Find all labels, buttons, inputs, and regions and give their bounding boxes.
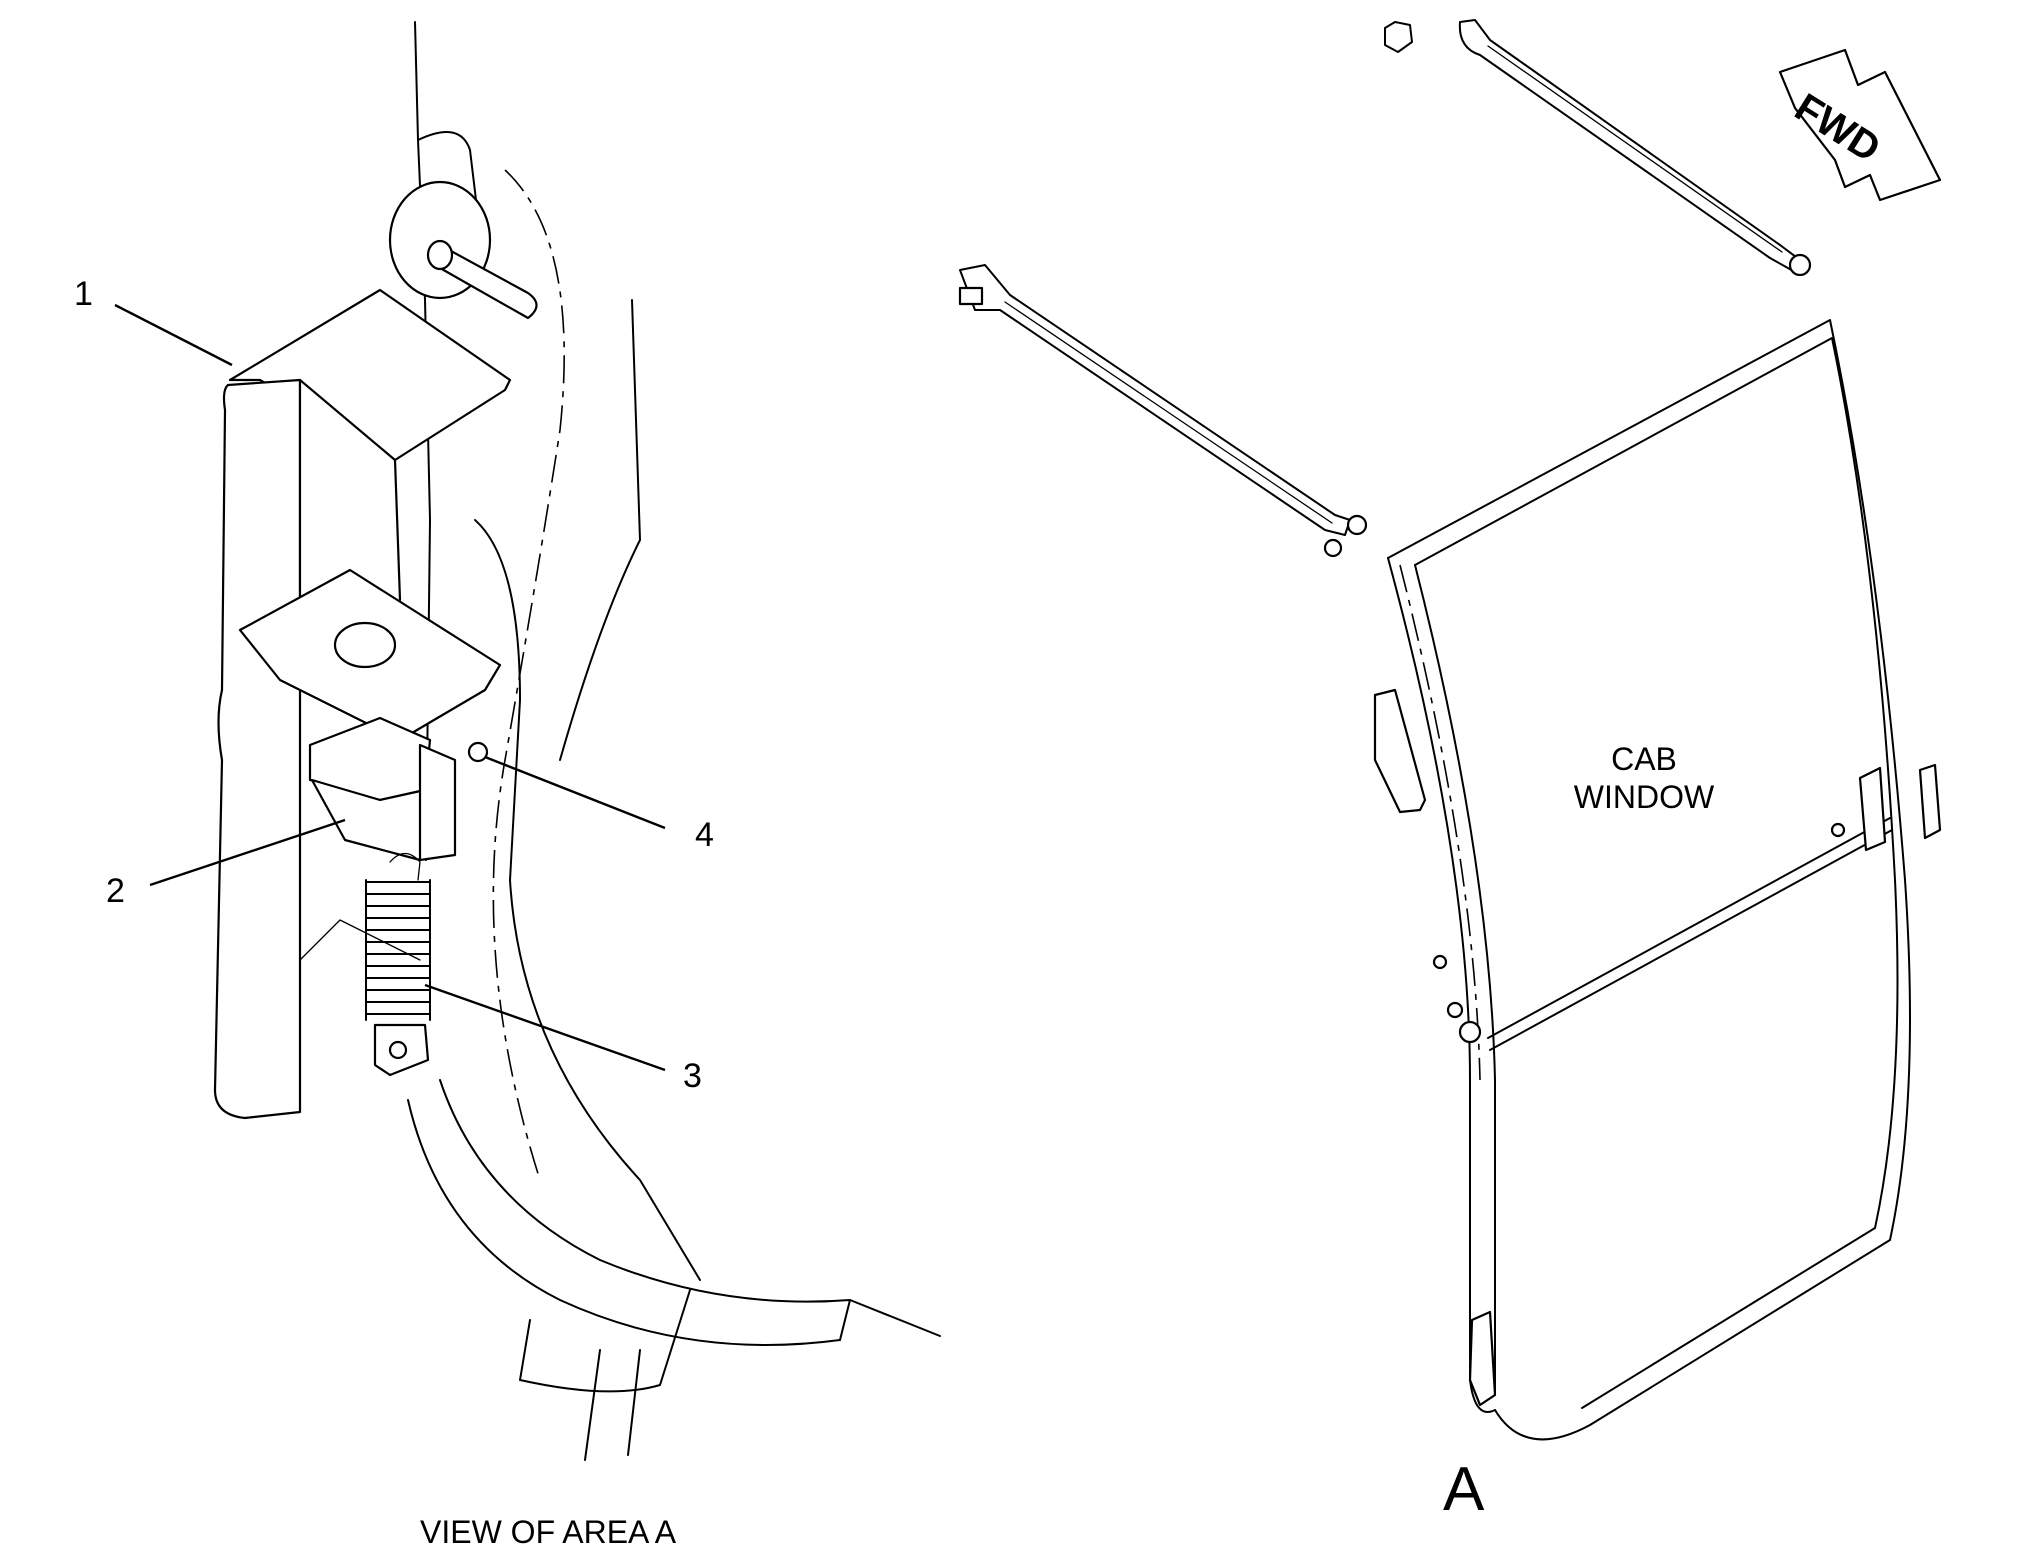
rail-roller-left-2	[1323, 538, 1343, 558]
window-label-line1: CAB	[1611, 741, 1677, 777]
sash-hinge-right	[1830, 822, 1846, 838]
callout-leaders	[114, 303, 666, 1072]
window-frame-outer	[1387, 319, 1911, 1441]
window-frame-left-inner	[1414, 564, 1496, 1396]
right-tab	[1918, 763, 1942, 840]
sash-hinge-2	[1446, 1001, 1464, 1019]
area-marker: A	[1443, 1455, 1485, 1524]
window-frame-hidden	[1399, 564, 1481, 1081]
rail-end-block-left	[958, 286, 984, 306]
callout-1: 1	[74, 275, 93, 313]
leader-2	[149, 818, 346, 887]
frame-base-tail	[849, 1299, 941, 1337]
callout-3: 3	[683, 1057, 702, 1095]
upper-rail-left	[959, 264, 1351, 536]
latch-lower-cutout	[299, 919, 421, 1101]
frame-base-curve	[407, 1099, 841, 1346]
frame-foot	[519, 1289, 691, 1393]
view-caption: VIEW OF AREA A	[420, 1514, 677, 1550]
window-frame-left	[1387, 557, 1496, 1413]
forward-arrow: FWD	[1778, 48, 1942, 202]
pawl-bracket	[418, 743, 457, 862]
upper-rail-right	[1458, 19, 1801, 273]
sash-divider-lower	[1489, 829, 1893, 1051]
window-frame-inner	[1414, 337, 1899, 1409]
upper-rail-left-edge	[1004, 301, 1333, 524]
leader-4	[484, 755, 666, 830]
latch-side-plate	[213, 378, 302, 1120]
frame-post-bottom	[584, 1349, 641, 1461]
window-label-line2: WINDOW	[1574, 779, 1715, 815]
right-catch	[1858, 766, 1887, 852]
sash-divider	[1487, 817, 1891, 1039]
callout-4: 4	[695, 816, 714, 854]
frame-outer-edge	[559, 299, 641, 761]
pivot-pin	[467, 741, 489, 763]
lower-latch	[1468, 1310, 1497, 1407]
upper-rail-right-edge	[1487, 45, 1783, 253]
sash-hinge	[1458, 1020, 1482, 1044]
frame-lower-edge	[474, 519, 701, 1281]
forward-arrow-icon	[1778, 48, 1942, 202]
latch-top-plate	[228, 288, 512, 462]
callout-2: 2	[106, 872, 125, 910]
cab-window-assembly	[958, 19, 1942, 1441]
leader-1	[114, 303, 233, 367]
latch-detail-view	[213, 21, 941, 1461]
bracket-hole	[333, 621, 397, 669]
frame-base-inner	[439, 1079, 851, 1341]
rail-end-block-top	[1384, 21, 1413, 53]
leader-3	[424, 983, 666, 1072]
frame-curve	[417, 131, 483, 251]
sash-hinge-3	[1432, 954, 1448, 970]
rail-roller-right	[1788, 253, 1812, 277]
pin-head	[426, 239, 454, 271]
tension-spring	[365, 852, 431, 1077]
latch-pin	[438, 243, 538, 320]
side-handle	[1373, 688, 1427, 814]
frame-hidden-line	[492, 169, 565, 1181]
rail-roller-left	[1346, 514, 1368, 536]
